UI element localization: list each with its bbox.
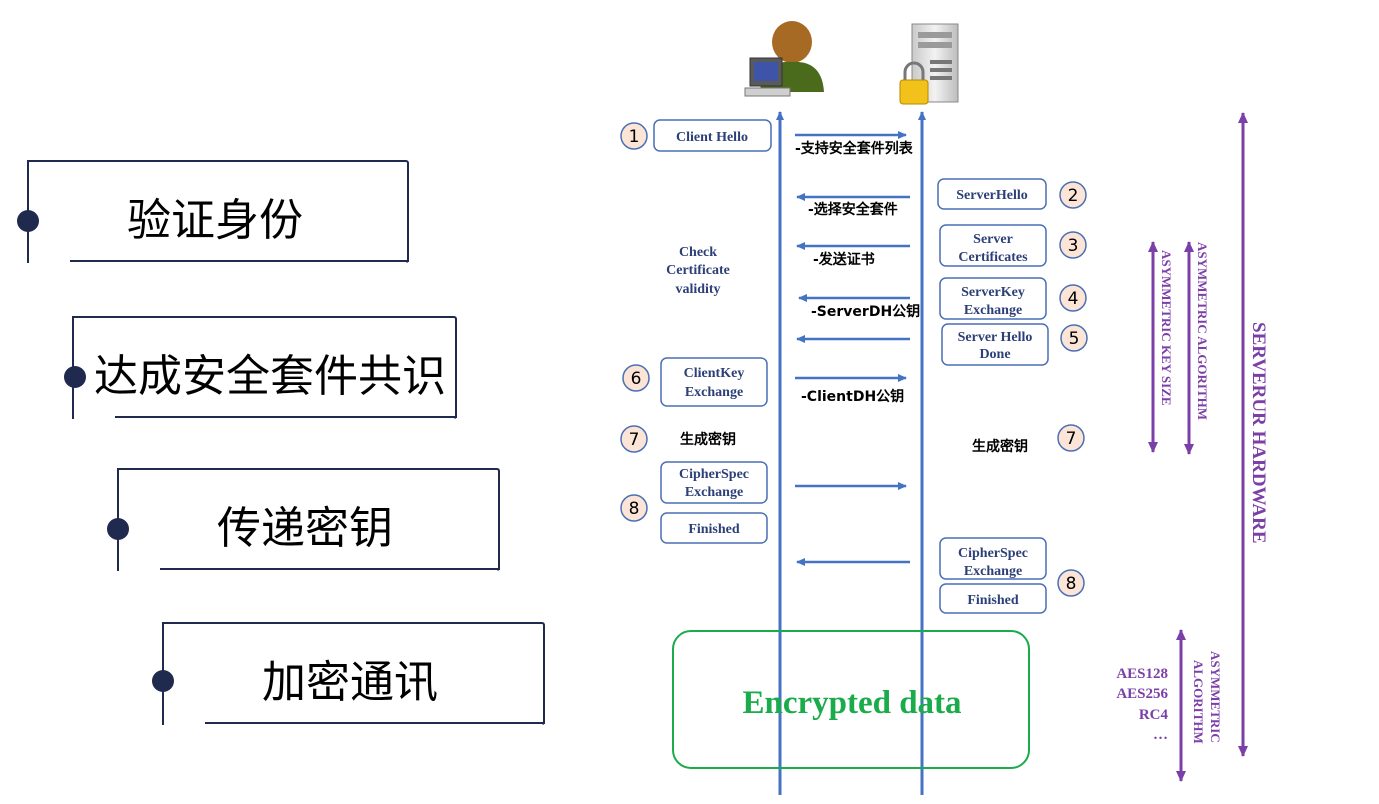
bullet-dot (64, 366, 86, 388)
svg-text:7: 7 (1066, 429, 1077, 449)
svg-text:Check: Check (679, 245, 717, 260)
step-label: 验证身份 (127, 195, 303, 246)
user-computer-icon (744, 21, 824, 97)
svg-text:ServerHello: ServerHello (956, 188, 1028, 203)
svg-text:2: 2 (1068, 186, 1079, 206)
svg-text:CipherSpec: CipherSpec (958, 546, 1028, 561)
svg-text:5: 5 (1069, 329, 1080, 349)
svg-text:AES256: AES256 (1116, 686, 1168, 702)
server-generate-key: 生成密钥 7 (972, 424, 1085, 455)
server-hello-done-box: Server Hello Done 5 (941, 323, 1088, 366)
svg-text:Exchange: Exchange (964, 303, 1022, 318)
cipher-algorithm-label-2: ALGORITHM (1191, 660, 1206, 744)
msg-server-dh: -ServerDH公钥 (811, 303, 920, 320)
bullet-dot (17, 210, 39, 232)
msg-send-cert: -发送证书 (813, 251, 875, 268)
svg-text:validity: validity (675, 282, 720, 297)
svg-text:Exchange: Exchange (685, 385, 743, 400)
svg-text:Server: Server (973, 232, 1013, 247)
svg-text:生成密钥: 生成密钥 (972, 438, 1028, 455)
svg-text:RC4: RC4 (1139, 707, 1169, 723)
encrypted-data-box: Encrypted data (672, 630, 1030, 769)
svg-text:Encrypted data: Encrypted data (742, 685, 961, 721)
step-label: 达成安全套件共识 (94, 351, 446, 402)
svg-text:1: 1 (629, 127, 640, 147)
svg-text:6: 6 (631, 369, 642, 389)
svg-text:Client Hello: Client Hello (676, 130, 748, 145)
svg-text:8: 8 (629, 499, 640, 519)
svg-text:ClientKey: ClientKey (684, 366, 745, 381)
step-verify-identity: 验证身份 (15, 158, 415, 266)
svg-text:AES128: AES128 (1116, 666, 1168, 682)
client-cipherspec-box: 8 CipherSpec Exchange Finished (620, 461, 768, 544)
server-lock-icon (899, 23, 959, 105)
svg-text:Certificate: Certificate (666, 263, 730, 278)
bullet-dot (152, 670, 174, 692)
step-label: 加密通讯 (262, 657, 438, 708)
cipher-list: AES128 AES256 RC4 … (1116, 666, 1168, 743)
server-hello-box: ServerHello 2 (937, 178, 1087, 210)
msg-cipher-list: -支持安全套件列表 (795, 140, 914, 157)
step-encrypted-comm: 加密通讯 (150, 620, 550, 728)
svg-text:3: 3 (1068, 236, 1079, 256)
svg-text:CipherSpec: CipherSpec (679, 467, 749, 482)
check-certificate-note: Check Certificate validity (666, 245, 730, 297)
server-hardware-label: SERVERUR HARDWARE (1248, 322, 1269, 544)
server-cipherspec-box: CipherSpec Exchange Finished 8 (939, 537, 1085, 614)
svg-text:Server Hello: Server Hello (958, 330, 1033, 345)
client-hello-box: 1 Client Hello (620, 119, 772, 152)
svg-text:…: … (1153, 727, 1168, 743)
step-cipher-agreement: 达成安全套件共识 (60, 314, 460, 422)
bullet-dot (107, 518, 129, 540)
svg-text:Exchange: Exchange (964, 564, 1022, 579)
msg-client-dh: -ClientDH公钥 (801, 388, 904, 405)
cipher-algorithm-label-1: ASYMMETRIC (1208, 651, 1223, 743)
step-transfer-key: 传递密钥 (105, 466, 505, 574)
svg-text:Finished: Finished (967, 593, 1019, 608)
svg-text:4: 4 (1068, 289, 1079, 309)
server-key-exchange-box: ServerKey Exchange 4 (939, 277, 1087, 320)
msg-select-cipher: -选择安全套件 (808, 201, 898, 218)
svg-text:Exchange: Exchange (685, 485, 743, 500)
svg-text:Done: Done (979, 347, 1010, 362)
server-certificates-box: Server Certificates 3 (939, 224, 1087, 267)
step-label: 传递密钥 (217, 503, 393, 554)
svg-text:Certificates: Certificates (958, 250, 1028, 265)
svg-text:7: 7 (629, 430, 640, 450)
svg-text:ServerKey: ServerKey (961, 285, 1025, 300)
svg-text:8: 8 (1066, 574, 1077, 594)
client-key-exchange-box: 6 ClientKey Exchange (622, 357, 768, 407)
svg-text:生成密钥: 生成密钥 (680, 431, 736, 448)
client-generate-key: 7 生成密钥 (620, 425, 736, 453)
asym-algorithm-label: ASYMMETRIC ALGORITHM (1195, 242, 1210, 420)
asym-key-size-label: ASYMMETRIC KEY SIZE (1159, 250, 1174, 406)
svg-text:Finished: Finished (688, 522, 740, 537)
